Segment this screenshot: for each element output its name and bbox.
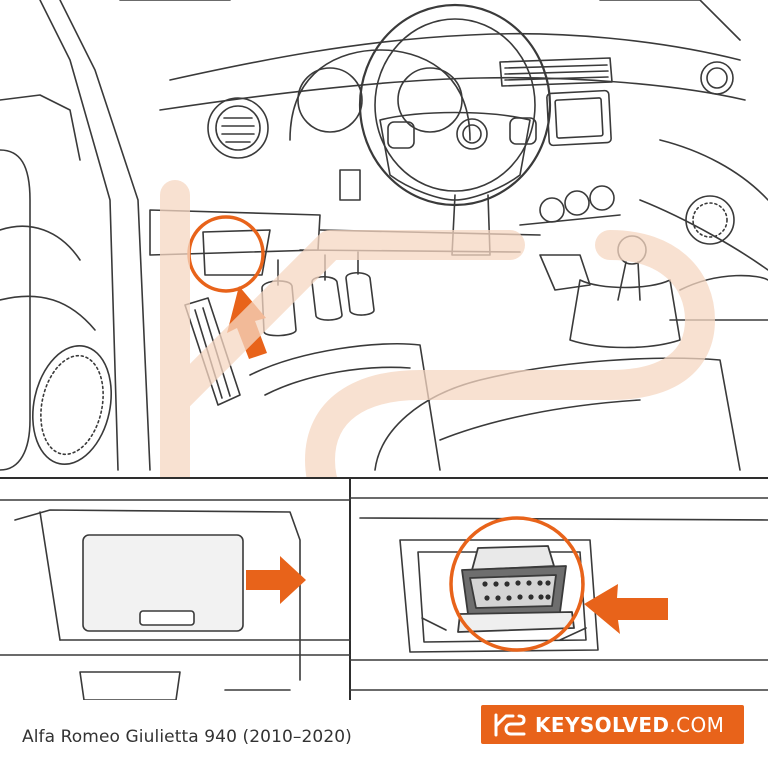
obd-port-panel [349, 497, 768, 691]
car-interior-scene [0, 0, 768, 471]
ks-monogram-icon [494, 713, 526, 736]
keysolved-brand-badge[interactable]: KEYSOLVED.COM [481, 705, 744, 744]
obd-connector-icon [457, 545, 575, 633]
brand-name: KEYSOLVED [535, 712, 670, 737]
brand-domain-suffix: .COM [669, 712, 725, 737]
highlight-circle-icon [449, 516, 585, 652]
obd-cover-panel [0, 499, 351, 701]
vehicle-caption: Alfa Romeo Giulietta 940 (2010–2020) [22, 727, 352, 747]
arrow-icon [246, 556, 306, 604]
obd-pins [482, 580, 551, 601]
arrow-icon [584, 584, 668, 634]
